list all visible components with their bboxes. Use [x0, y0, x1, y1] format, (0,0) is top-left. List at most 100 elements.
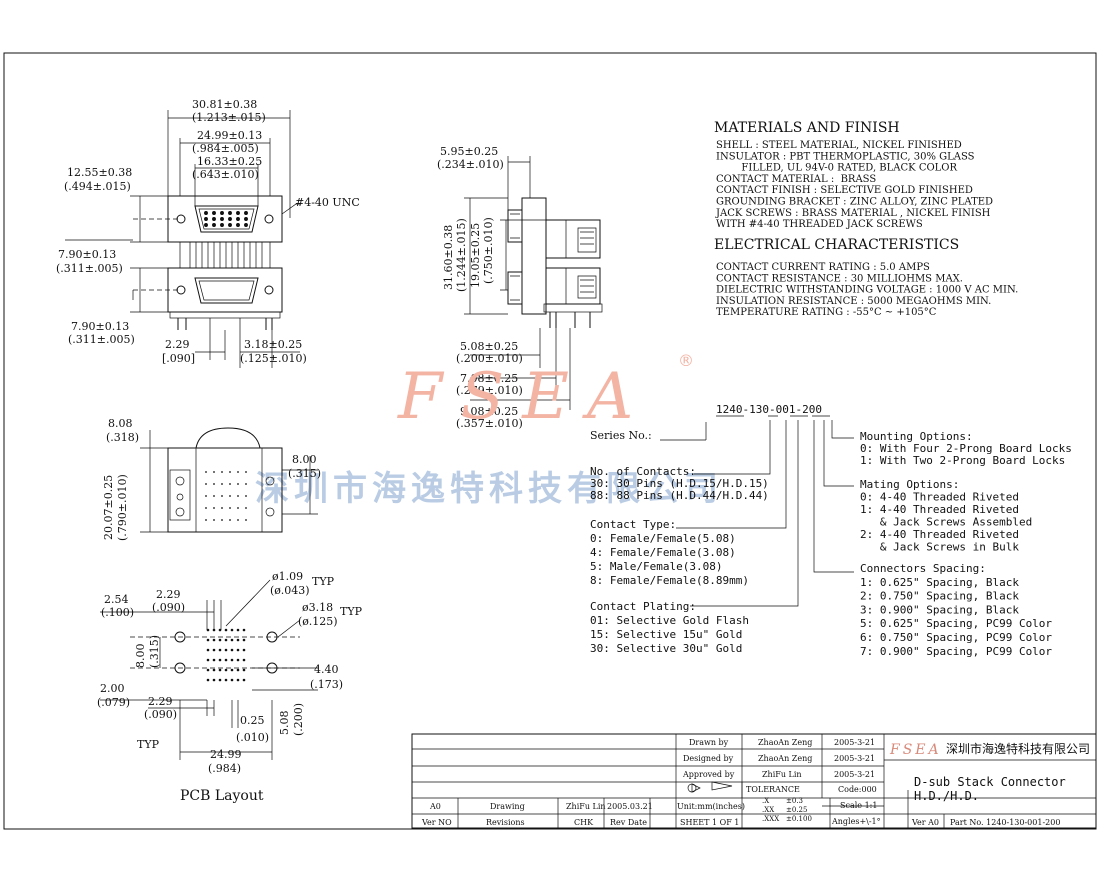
- tb-rev-chk-name: ZhiFu Lin: [566, 802, 606, 811]
- contacts-line-0: No. of Contacts:: [590, 465, 696, 478]
- bottom-pin-mark: [237, 483, 239, 485]
- pcb-dim-229: 2.29: [156, 588, 181, 601]
- mating-line-5: & Jack Screws in Bulk: [860, 541, 1019, 554]
- dim-318-in: (.125±.010): [240, 352, 307, 365]
- plating-line-0: Contact Plating:: [590, 600, 696, 613]
- bottom-pin-mark: [213, 471, 215, 473]
- bottom-pin-mark: [245, 483, 247, 485]
- series-label: Series No.:: [590, 429, 652, 442]
- upper-pin: [212, 223, 216, 227]
- pcb-pin-hole: [236, 638, 240, 642]
- upper-pin: [236, 211, 240, 215]
- tb-hdr-chk: CHK: [574, 818, 594, 827]
- dim-3160: 31.60±0.38: [442, 225, 455, 290]
- tb-drawn-label: Drawn by: [689, 738, 729, 747]
- pcb-pin-hole: [224, 678, 228, 682]
- pcb-dim-800-in: (.315): [148, 635, 161, 668]
- bottom-pin-mark: [221, 507, 223, 509]
- dim-908-in: (.357±.010): [456, 417, 523, 430]
- mating-line-2: 1: 4-40 Threaded Riveted: [860, 503, 1019, 516]
- dim-800: 8.00: [292, 453, 317, 466]
- electrical-line-2: DIELECTRIC WITHSTANDING VOLTAGE : 1000 V…: [716, 285, 1018, 296]
- electrical-line-3: INSULATION RESISTANCE : 5000 MEGAOHMS MI…: [716, 296, 991, 307]
- bottom-pin-mark: [245, 471, 247, 473]
- pcb-typ-1: TYP: [312, 575, 335, 588]
- tb-drawn-date: 2005-3-21: [834, 738, 875, 747]
- pcb-typ-2: TYP: [340, 605, 363, 618]
- pcb-pin-hole: [242, 658, 246, 662]
- lower-dsub-face: [194, 277, 259, 304]
- upper-pin: [228, 217, 232, 221]
- tb-drawn-name: ZhaoAn Zeng: [758, 738, 812, 747]
- bottom-pin-mark: [213, 519, 215, 521]
- pcb-dim-440: 4.40: [314, 663, 339, 676]
- pcb-pin-hole: [242, 648, 246, 652]
- upper-pin: [204, 217, 208, 221]
- pcb-pin-hole: [218, 638, 222, 642]
- pcb-pin-hole: [230, 638, 234, 642]
- pcb-dim-440-in: (.173): [310, 678, 343, 691]
- materials-heading: MATERIALS AND FINISH: [714, 120, 900, 136]
- pcb-pin-hole: [212, 638, 216, 642]
- pcb-pin-hole: [218, 648, 222, 652]
- tb-product: D-sub Stack Connector: [914, 775, 1066, 789]
- spacing-line-2: 2: 0.750" Spacing, Black: [860, 590, 1019, 603]
- tb-designed-name: ZhaoAn Zeng: [758, 754, 812, 763]
- dim-2007: 20.07±0.25: [102, 475, 115, 540]
- upper-pin: [236, 217, 240, 221]
- tb-approved-date: 2005-3-21: [834, 770, 875, 779]
- pcb-pin-hole: [236, 668, 240, 672]
- pcb-pin-hole: [230, 658, 234, 662]
- spacing-line-4: 5: 0.625" Spacing, PC99 Color: [860, 617, 1052, 630]
- electrical-line-0: CONTACT CURRENT RATING : 5.0 AMPS: [716, 262, 930, 273]
- contact-type-line-3: 5: Male/Female(3.08): [590, 560, 722, 573]
- pcb-pin-hole: [224, 658, 228, 662]
- dim-790-b-in: (.311±.005): [68, 333, 135, 346]
- contact-type-line-2: 4: Female/Female(3.08): [590, 546, 736, 559]
- pcb-pin-hole: [218, 658, 222, 662]
- bottom-pin-mark: [245, 495, 247, 497]
- dim-808-in: (.318): [106, 431, 139, 444]
- tb-tol-xx-val: ±0.25: [786, 806, 807, 814]
- bottom-pin-mark: [229, 471, 231, 473]
- plating-line-1: 01: Selective Gold Flash: [590, 614, 749, 627]
- tb-ver: Ver A0: [911, 818, 939, 827]
- electrical-line-1: CONTACT RESISTANCE : 30 MILLIOHMS MAX.: [716, 273, 963, 284]
- dim-808: 8.08: [108, 417, 133, 430]
- pcb-pin-hole: [236, 658, 240, 662]
- pcb-dim-254-in: (.100): [101, 606, 134, 619]
- bottom-pin-mark: [237, 471, 239, 473]
- pcb-pin-hole: [230, 628, 234, 632]
- contacts-line-2: 88: 88 Pins (H.D.44/H.D.44): [590, 489, 769, 502]
- fsea-logo: FSEA: [397, 360, 651, 434]
- contacts-line-1: 30: 30 Pins (H.D.15/H.D.15): [590, 477, 769, 490]
- pcb-pin-hole: [224, 628, 228, 632]
- pcb-dim-200: 2.00: [100, 682, 125, 695]
- tb-hdr-revisions: Revisions: [486, 818, 525, 827]
- pcb-pin-hole: [206, 668, 210, 672]
- plating-options: Contact Plating:01: Selective Gold Flash…: [590, 600, 749, 655]
- bottom-pin-mark: [205, 471, 207, 473]
- pcb-pin-hole: [206, 648, 210, 652]
- upper-pin: [220, 211, 224, 215]
- materials-line-6: JACK SCREWS : BRASS MATERIAL , NICKEL FI…: [715, 208, 991, 219]
- materials-line-0: SHELL : STEEL MATERIAL, NICKEL FINISHED: [716, 140, 962, 151]
- mounting-line-1: 0: With Four 2-Prong Board Locks: [860, 442, 1072, 455]
- dim-318: 3.18±0.25: [244, 338, 302, 351]
- dim-229-in: [.090]: [162, 352, 195, 365]
- dim-790-b: 7.90±0.13: [71, 320, 129, 333]
- dim-mid: 24.99±0.13: [197, 129, 262, 142]
- front-view: [65, 110, 300, 368]
- tb-rev-date: 2005.03.21: [607, 802, 653, 811]
- tb-rev-a0: A0: [429, 802, 441, 811]
- pcb-dim-2499-in: (.984): [208, 762, 241, 775]
- registered-mark: ®: [678, 351, 694, 370]
- dim-3160-in: (1.244±.015): [455, 218, 468, 292]
- mounting-line-0: Mounting Options:: [860, 430, 973, 443]
- spacing-line-1: 1: 0.625" Spacing, Black: [860, 576, 1019, 589]
- plating-line-2: 15: Selective 15u" Gold: [590, 628, 742, 641]
- dim-708: 7.08±0.25: [460, 372, 518, 385]
- pcb-dim-508: 5.08: [278, 711, 291, 736]
- pcb-pin-hole: [224, 668, 228, 672]
- pcb-dim-200-in: (.079): [97, 696, 130, 709]
